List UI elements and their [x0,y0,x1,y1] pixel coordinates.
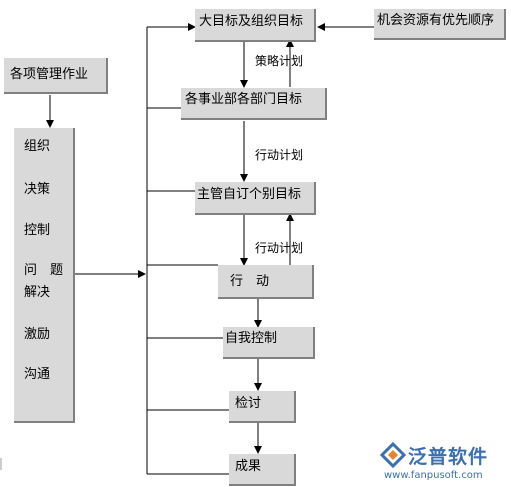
top-goal-box: 大目标及组织目标 [195,9,316,42]
review-box: 检讨 [229,391,296,423]
dept-goal-box: 各事业部各部门目标 [181,88,327,120]
fanpu-logo-name: 泛普软件 [408,446,489,468]
result-box: 成果 [229,454,296,486]
self-control-label: 自我控制 [225,331,278,346]
fanpu-logo: 泛普软件 www.fanpusoft.com [378,440,508,484]
result-label: 成果 [235,459,262,474]
personal-goal-label: 主管自订个别目标 [197,187,302,202]
resources-box: 机会资源有优先顺序 [374,9,506,40]
personal-goal-box: 主管自订个别目标 [195,182,316,215]
dept-goal-label: 各事业部各部门目标 [185,92,303,107]
function-problem: 问 题 [24,263,64,278]
function-communicate: 沟通 [24,367,51,382]
function-control: 控制 [24,223,51,238]
action-box: 行 动 [218,265,314,299]
action-plan-label-1: 行动计划 [255,148,304,162]
top-goal-label: 大目标及组织目标 [199,14,304,29]
function-solve: 解决 [24,285,51,300]
functions-box: 组织 决策 控制 问 题 解决 激励 沟通 [14,128,75,423]
management-label: 各项管理作业 [10,67,89,82]
fanpu-logo-icon [380,442,406,468]
fanpu-logo-url: www.fanpusoft.com [384,470,483,481]
function-organize: 组织 [24,139,51,154]
management-box: 各项管理作业 [4,58,108,94]
function-decide: 决策 [24,182,51,197]
self-control-box: 自我控制 [223,327,315,359]
action-plan-label-2: 行动计划 [255,241,304,255]
resources-label: 机会资源有优先顺序 [377,13,495,28]
review-label: 检讨 [235,396,262,411]
strategy-plan-label: 策略计划 [255,54,304,68]
action-label: 行 动 [230,274,270,289]
function-motivate: 激励 [24,327,51,342]
